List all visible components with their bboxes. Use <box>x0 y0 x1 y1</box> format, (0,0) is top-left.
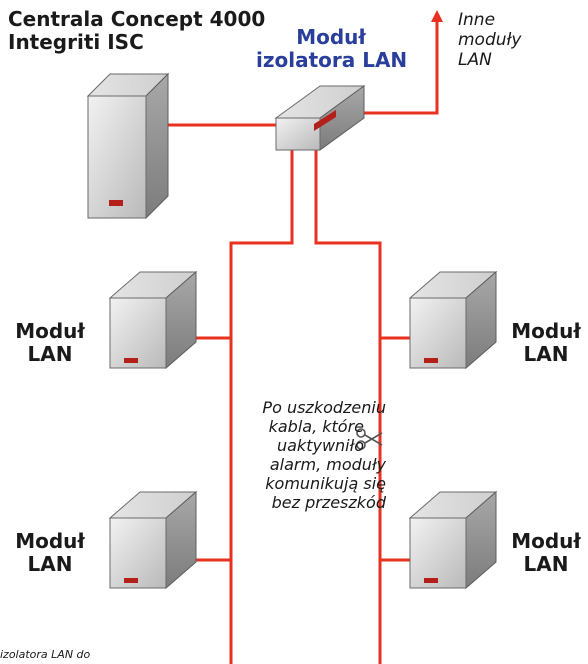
isolator-label-line2: izolatora LAN <box>256 48 408 72</box>
central-panel-subtitle: Integriti ISC <box>8 30 144 54</box>
other-modules-label: Inne moduły LAN <box>458 10 521 70</box>
figure-caption-fragment: izolatora LAN do <box>0 648 91 661</box>
lan-module-device-left-2 <box>108 490 198 590</box>
central-panel-label: Centrala Concept 4000 Integriti ISC <box>8 8 265 54</box>
lan-module-label-right-2: Moduł LAN <box>504 530 588 576</box>
lan-module-device-right-1 <box>408 270 498 370</box>
note-line2: kabla, które <box>268 417 364 436</box>
note-line3: uaktywniło <box>276 436 364 455</box>
module-label-line2: LAN <box>523 552 569 576</box>
other-modules-line1: Inne <box>458 10 496 30</box>
central-panel-title: Centrala Concept 4000 <box>8 7 266 31</box>
lan-module-device-right-2 <box>408 490 498 590</box>
note-line5: komunikują się <box>265 474 386 493</box>
other-modules-line2: moduły <box>458 30 522 50</box>
module-label-line1: Moduł <box>511 319 581 343</box>
central-panel-device <box>86 72 170 220</box>
module-label-line2: LAN <box>523 342 569 366</box>
module-label-line1: Moduł <box>15 319 85 343</box>
isolator-label: Moduł izolatora LAN <box>256 25 408 72</box>
lan-module-label-left-1: Moduł LAN <box>8 320 92 366</box>
note-line4: alarm, moduły <box>269 455 386 474</box>
arrow-up-icon <box>431 10 443 22</box>
other-modules-line3: LAN <box>458 50 492 70</box>
module-label-line2: LAN <box>27 552 73 576</box>
cable-break-note: Po uszkodzeniu kabla, które uaktywniło a… <box>226 398 386 512</box>
isolator-device <box>274 85 366 151</box>
lan-module-device-left-1 <box>108 270 198 370</box>
module-label-line1: Moduł <box>511 529 581 553</box>
lan-module-label-right-1: Moduł LAN <box>504 320 588 366</box>
lan-cables <box>168 20 439 664</box>
central-indicator <box>109 200 123 206</box>
isolator-indicator <box>314 110 336 131</box>
module-label-line1: Moduł <box>15 529 85 553</box>
lan-module-label-left-2: Moduł LAN <box>8 530 92 576</box>
scissors-icon <box>356 428 383 450</box>
cable-bus-right <box>314 150 382 664</box>
cable-bus-left <box>229 150 294 664</box>
module-label-line2: LAN <box>27 342 73 366</box>
isolator-label-line1: Moduł <box>296 25 366 49</box>
note-line6: bez przeszkód <box>271 493 386 512</box>
note-line1: Po uszkodzeniu <box>262 398 386 417</box>
cable-isolator-to-other <box>360 20 439 115</box>
